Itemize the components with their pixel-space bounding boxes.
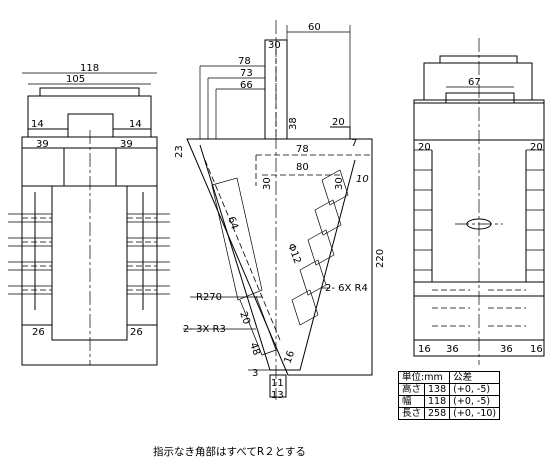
- dim-holes-r3: 2- 3X R3: [183, 324, 226, 335]
- tolerance-table: 単位:mm 公差 高さ 138 (+0, -5) 幅 118 (+0, -5) …: [397, 371, 501, 420]
- tol-row: 幅 118 (+0, -5): [397, 395, 501, 408]
- dim-20-right: 20: [530, 142, 543, 153]
- dim-holes-r4: 2- 6X R4: [325, 283, 368, 294]
- dim-80: 80: [296, 162, 309, 173]
- dim-39-left: 39: [36, 139, 49, 150]
- dim-16-br: 16: [530, 344, 543, 355]
- dim-11: 11: [271, 378, 284, 389]
- dim-3: 3: [252, 368, 258, 379]
- dim-13: 13: [271, 390, 284, 401]
- tol-row-value: 258: [424, 407, 451, 420]
- dim-36-b: 36: [500, 344, 513, 355]
- dim-23: 23: [174, 145, 185, 158]
- dim-16-bl: 16: [418, 344, 431, 355]
- corner-radius-note: 指示なき角部はすべてR２とする: [153, 446, 306, 458]
- dim-7: 7: [351, 138, 357, 149]
- dim-105: 105: [66, 74, 85, 85]
- dim-66: 66: [240, 80, 253, 91]
- tol-row-name: 高さ: [397, 383, 426, 396]
- dim-30-left: 30: [262, 177, 273, 190]
- side-view: 67 20 20 16 36 36 16: [413, 38, 545, 365]
- tol-row-value: 118: [424, 395, 451, 408]
- dim-phi12: Φ12: [285, 242, 302, 265]
- dim-48: 48: [247, 341, 262, 357]
- dim-30-top: 30: [268, 40, 281, 51]
- dim-26-right: 26: [130, 327, 143, 338]
- dim-38: 38: [288, 117, 299, 130]
- tol-row: 高さ 138 (+0, -5): [397, 383, 501, 396]
- tol-row-tol: (+0, -5): [449, 383, 501, 396]
- dim-14-left: 14: [31, 119, 44, 130]
- dim-30-right: 30: [334, 177, 345, 190]
- dim-14-right: 14: [129, 119, 142, 130]
- tol-row-value: 138: [424, 383, 451, 396]
- dim-118: 118: [80, 63, 99, 74]
- tol-row-tol: (+0, -5): [449, 395, 501, 408]
- dim-67: 67: [468, 77, 481, 88]
- dim-78-top: 78: [238, 56, 251, 67]
- dim-64: 64: [225, 215, 240, 231]
- dim-20-top: 20: [332, 117, 345, 128]
- tol-row-name: 幅: [397, 395, 426, 408]
- dim-16-section: 16: [282, 349, 297, 365]
- tol-row-tol: (+0, -10): [449, 407, 501, 420]
- dim-73: 73: [240, 68, 253, 79]
- dim-26-left: 26: [32, 327, 45, 338]
- dim-20-left: 20: [418, 142, 431, 153]
- dim-220: 220: [375, 249, 386, 268]
- dim-36-a: 36: [446, 344, 459, 355]
- dim-20-bottom: 20: [237, 310, 252, 326]
- dim-60: 60: [308, 22, 321, 33]
- tol-header-unit: 単位:mm: [397, 371, 451, 384]
- tol-header-tol: 公差: [449, 371, 501, 384]
- dim-39-right: 39: [120, 139, 133, 150]
- section-view: 60 30 78 73 66 38 20 7 23 78 80 30 30 10…: [174, 20, 386, 401]
- front-view: 118 105 14 14 39 39 26 26: [8, 63, 170, 366]
- tol-row: 長さ 258 (+0, -10): [397, 407, 501, 420]
- dim-r270: R270: [196, 292, 222, 303]
- dim-10: 10: [356, 174, 369, 185]
- dim-78-mid: 78: [296, 144, 309, 155]
- tol-row-name: 長さ: [397, 407, 426, 420]
